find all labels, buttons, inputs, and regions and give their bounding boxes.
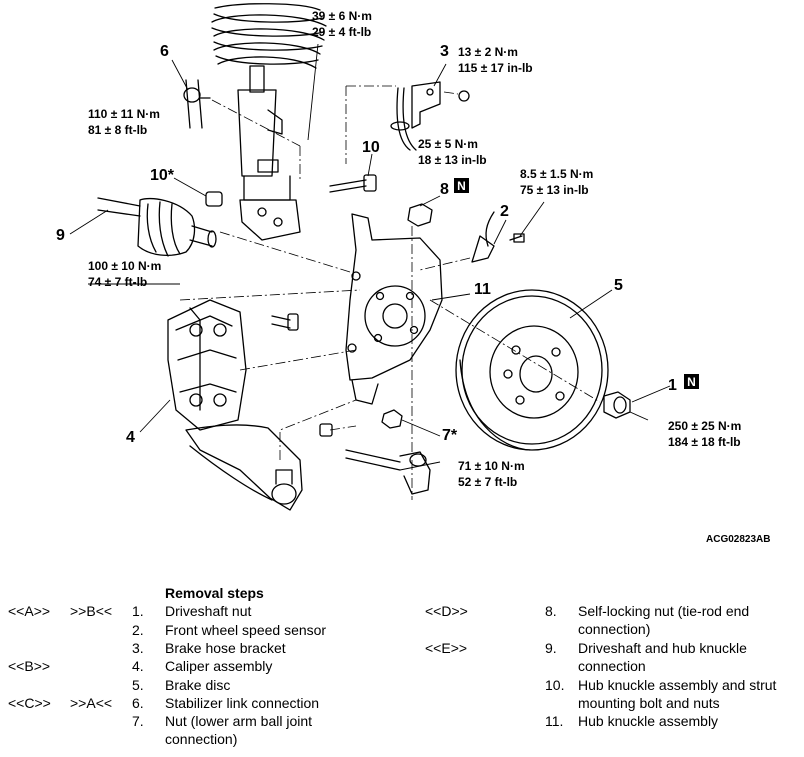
step-3-number: 3. [132, 640, 144, 656]
wheel-speed-sensor [471, 211, 525, 263]
svg-text:184 ± 18 ft-lb: 184 ± 18 ft-lb [668, 435, 741, 449]
svg-text:29 ± 4 ft-lb: 29 ± 4 ft-lb [312, 25, 371, 39]
coil-spring [211, 3, 327, 69]
step-7-text-cont: connection) [165, 731, 238, 747]
caliper-bolt [271, 313, 299, 331]
step-9-code-a: <<E>> [425, 640, 468, 656]
lower-arm-nut [381, 409, 403, 429]
callout-labels: 6 3 10 10* 8 2 9 11 5 1 4 7* [56, 43, 677, 446]
step-9-text-cont: connection [578, 658, 646, 674]
svg-text:N: N [687, 375, 696, 389]
removal-steps: Removal steps <<A>> >>B<< 1. Driveshaft … [0, 585, 804, 755]
svg-text:8.5 ± 1.5 N·m: 8.5 ± 1.5 N·m [520, 167, 593, 181]
brake-hose-bracket [390, 81, 470, 151]
hub-knuckle [345, 213, 443, 405]
callout-4: 4 [126, 429, 135, 446]
lower-arm [185, 424, 303, 511]
callout-10-star: 10* [150, 167, 175, 184]
step-1-code-a: <<A>> [8, 603, 51, 619]
new-part-badge-1: N [684, 374, 699, 389]
brake-disc [455, 289, 609, 451]
callout-8: 8 [440, 181, 449, 198]
torque-specs: 39 ± 6 N·m 29 ± 4 ft-lb 13 ± 2 N·m 115 ±… [88, 9, 741, 489]
tie-rod-end [345, 449, 431, 495]
step-9-text: Driveshaft and hub knuckle [578, 640, 747, 656]
callout-11: 11 [474, 281, 491, 298]
step-11-text: Hub knuckle assembly [578, 713, 719, 729]
svg-text:74 ± 7 ft-lb: 74 ± 7 ft-lb [88, 275, 147, 289]
new-part-badges: N N [454, 178, 699, 389]
step-8-text-cont: connection) [578, 621, 651, 637]
driveshaft-nut [603, 391, 631, 419]
callout-10: 10 [362, 139, 380, 156]
step-4-text: Caliper assembly [165, 658, 273, 674]
step-1-text: Driveshaft nut [165, 603, 252, 619]
callout-6: 6 [160, 43, 169, 60]
step-8-number: 8. [545, 603, 557, 619]
step-8-text: Self-locking nut (tie-rod end [578, 603, 750, 619]
stabilizer-link [183, 79, 211, 129]
driveshaft-knuckle-nut [205, 191, 223, 207]
strut-bolt [329, 174, 377, 193]
step-1-code-b: >>B<< [70, 603, 113, 619]
step-7-number: 7. [132, 713, 144, 729]
svg-text:110 ± 11 N·m: 110 ± 11 N·m [88, 107, 160, 121]
svg-text:71 ± 10 N·m: 71 ± 10 N·m [458, 459, 525, 473]
self-locking-nut [407, 203, 433, 227]
step-10-number: 10. [545, 677, 565, 693]
svg-text:100 ± 10 N·m: 100 ± 10 N·m [88, 259, 161, 273]
svg-text:52 ± 7 ft-lb: 52 ± 7 ft-lb [458, 475, 517, 489]
exploded-view-diagram: 6 3 10 10* 8 2 9 11 5 1 4 7* N N 39 ± 6 … [56, 3, 770, 545]
new-part-badge-8: N [454, 178, 469, 193]
svg-text:N: N [457, 179, 466, 193]
step-5-text: Brake disc [165, 677, 231, 693]
callout-5: 5 [614, 277, 623, 294]
step-5-number: 5. [132, 677, 144, 693]
svg-text:75 ± 13 in-lb: 75 ± 13 in-lb [520, 183, 589, 197]
step-6-number: 6. [132, 695, 144, 711]
strut-assembly [237, 65, 301, 241]
svg-text:25 ± 5 N·m: 25 ± 5 N·m [418, 137, 478, 151]
step-3-text: Brake hose bracket [165, 640, 286, 656]
torque-spec-driveshaft-nut: 250 ± 25 N·m 184 ± 18 ft-lb [668, 419, 741, 449]
step-4-number: 4. [132, 658, 144, 674]
step-8-code-a: <<D>> [425, 603, 468, 619]
callout-3: 3 [440, 43, 449, 60]
step-6-code-b: >>A<< [70, 695, 113, 711]
step-2-text: Front wheel speed sensor [165, 622, 327, 638]
callout-7-star: 7* [442, 427, 458, 444]
step-2-number: 2. [132, 622, 144, 638]
brake-caliper [167, 299, 247, 431]
callout-9: 9 [56, 227, 65, 244]
step-1-number: 1. [132, 603, 144, 619]
step-4-code-a: <<B>> [8, 658, 51, 674]
torque-spec-strut-top: 39 ± 6 N·m 29 ± 4 ft-lb [312, 9, 372, 39]
figure-code: ACG02823AB [706, 534, 770, 545]
removal-steps-heading: Removal steps [165, 585, 264, 601]
torque-spec-self-locking-nut: 25 ± 5 N·m 18 ± 13 in-lb [418, 137, 487, 167]
torque-spec-hose-bracket: 13 ± 2 N·m 115 ± 17 in-lb [458, 45, 533, 75]
step-9-number: 9. [545, 640, 557, 656]
step-10-text-cont: mounting bolt and nuts [578, 695, 720, 711]
step-10-text: Hub knuckle assembly and strut [578, 677, 777, 693]
torque-spec-caliper: 100 ± 10 N·m 74 ± 7 ft-lb [88, 259, 161, 289]
svg-text:18 ± 13 in-lb: 18 ± 13 in-lb [418, 153, 487, 167]
step-7-text: Nut (lower arm ball joint [165, 713, 313, 729]
svg-text:81 ± 8 ft-lb: 81 ± 8 ft-lb [88, 123, 147, 137]
callout-1: 1 [668, 377, 677, 394]
step-11-number: 11. [545, 713, 564, 729]
svg-text:250 ± 25 N·m: 250 ± 25 N·m [668, 419, 741, 433]
step-6-code-a: <<C>> [8, 695, 51, 711]
svg-text:39 ± 6 N·m: 39 ± 6 N·m [312, 9, 372, 23]
driveshaft [97, 197, 217, 257]
torque-spec-stabilizer: 110 ± 11 N·m 81 ± 8 ft-lb [88, 107, 160, 137]
svg-text:13 ± 2 N·m: 13 ± 2 N·m [458, 45, 518, 59]
torque-spec-lower-arm-nut: 71 ± 10 N·m 52 ± 7 ft-lb [458, 459, 525, 489]
svg-text:115 ± 17 in-lb: 115 ± 17 in-lb [458, 61, 533, 75]
torque-spec-speed-sensor: 8.5 ± 1.5 N·m 75 ± 13 in-lb [520, 167, 593, 197]
step-6-text: Stabilizer link connection [165, 695, 320, 711]
callout-2: 2 [500, 203, 509, 220]
